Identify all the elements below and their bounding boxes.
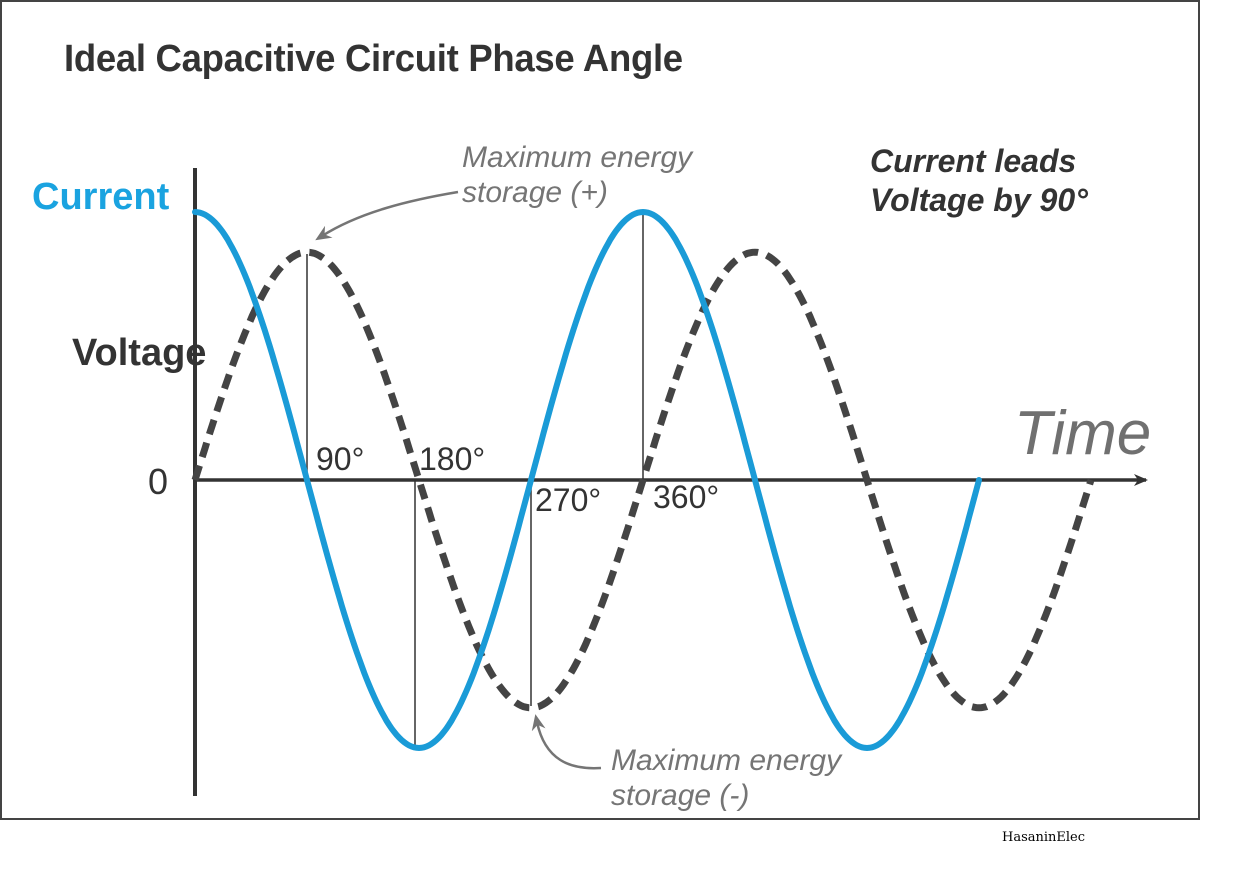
max-pos-line1: Maximum energy [462, 141, 693, 174]
tick-360: 360° [653, 479, 720, 515]
max-energy-negative-note: Maximum energy storage (-) [611, 743, 841, 813]
max-pos-line2: storage (+) [462, 176, 608, 209]
phase-lead-line2: Voltage by 90° [870, 182, 1088, 218]
phase-lead-line1: Current leads [870, 143, 1077, 179]
credit-text: HasaninElec [1002, 830, 1086, 845]
max-neg-line1: Maximum energy [611, 744, 842, 777]
voltage-waveform [191, 248, 1095, 712]
voltage-label: Voltage [72, 332, 207, 374]
tick-270: 270° [535, 482, 602, 518]
current-waveform [192, 208, 982, 752]
max-negative-arrow [531, 714, 602, 770]
phase-lead-note: Current leads Voltage by 90° [870, 142, 1088, 220]
max-positive-arrow [315, 190, 459, 241]
diagram-frame [0, 0, 1200, 820]
page-title: Ideal Capacitive Circuit Phase Angle [64, 38, 683, 80]
tick-180: 180° [419, 441, 486, 477]
tick-90: 90° [316, 441, 365, 477]
max-energy-positive-note: Maximum energy storage (+) [462, 140, 692, 210]
zero-label: 0 [148, 461, 169, 502]
current-label: Current [32, 176, 170, 218]
time-axis-label: Time [1014, 399, 1152, 468]
max-neg-line2: storage (-) [611, 779, 750, 812]
